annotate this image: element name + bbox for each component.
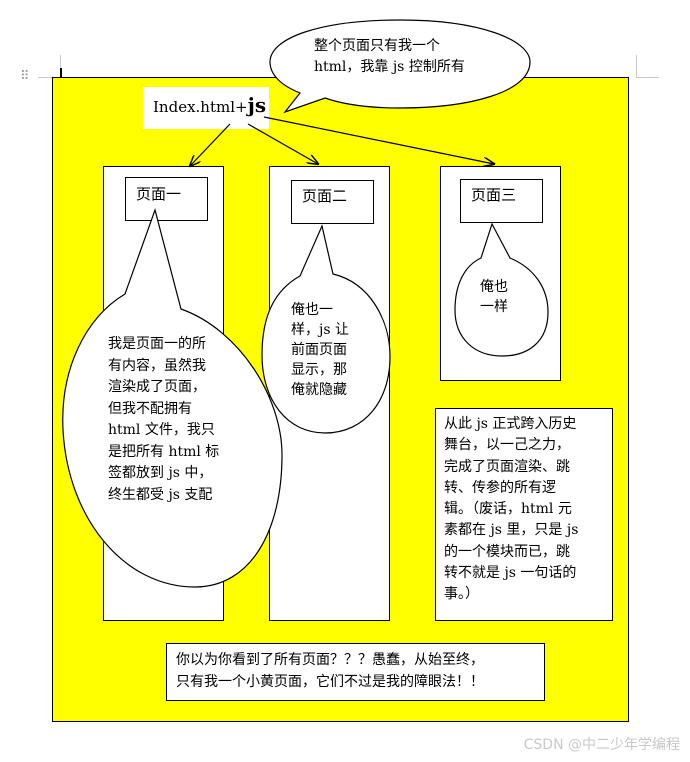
index-label-js: js (247, 93, 267, 117)
arrow-to-page-one (190, 123, 231, 166)
page-three-bubble-text: 俺也 一样 (480, 279, 508, 315)
page-two-label-box (291, 180, 374, 224)
page-corner-mark-top-left (38, 55, 61, 78)
index-label: Index.html+js (153, 95, 266, 117)
top-bubble-text: 整个页面只有我一个 html，我靠 js 控制所有 (314, 38, 465, 75)
history-note-text: 从此 js 正式跨入历史 舞台，以一己之力， 完成了页面渲染、跳 转、传参的所有… (444, 416, 579, 603)
csdn-watermark: CSDN @中二少年学编程 (523, 737, 680, 753)
page-one-speech-bubble (62, 207, 283, 588)
page-corner-mark-top-right (636, 55, 659, 78)
arrow-to-page-three (263, 116, 494, 164)
page-one-label-box (125, 177, 208, 221)
page-three-label: 页面三 (471, 186, 517, 204)
index-label-prefix: Index.html+ (153, 98, 248, 116)
index-label-box (143, 87, 269, 129)
page-two-bubble-text: 俺也一 样，js 让 前面页面 显示，那 俺就隐藏 (291, 302, 349, 398)
page-three-label-box (460, 179, 543, 223)
page-one-label: 页面一 (136, 185, 182, 203)
history-note-box (435, 408, 613, 621)
drag-handle-icon[interactable]: ⠿ (20, 69, 30, 84)
page-two-speech-bubble (261, 224, 391, 434)
page-three-speech-bubble (454, 222, 549, 357)
page-two-label: 页面二 (302, 187, 348, 205)
arrow-to-page-two (247, 123, 318, 164)
bottom-note-box (166, 643, 545, 701)
page-one-bubble-text: 我是页面一的所 有内容，虽然我 渲染成了页面， 但我不配拥有 html 文件，我… (108, 336, 220, 503)
bottom-note-text: 你以为你看到了所有页面？？？愚蠢，从始至终， 只有我一个小黄页面，它们不过是我的… (176, 652, 484, 690)
top-speech-bubble (269, 19, 531, 114)
